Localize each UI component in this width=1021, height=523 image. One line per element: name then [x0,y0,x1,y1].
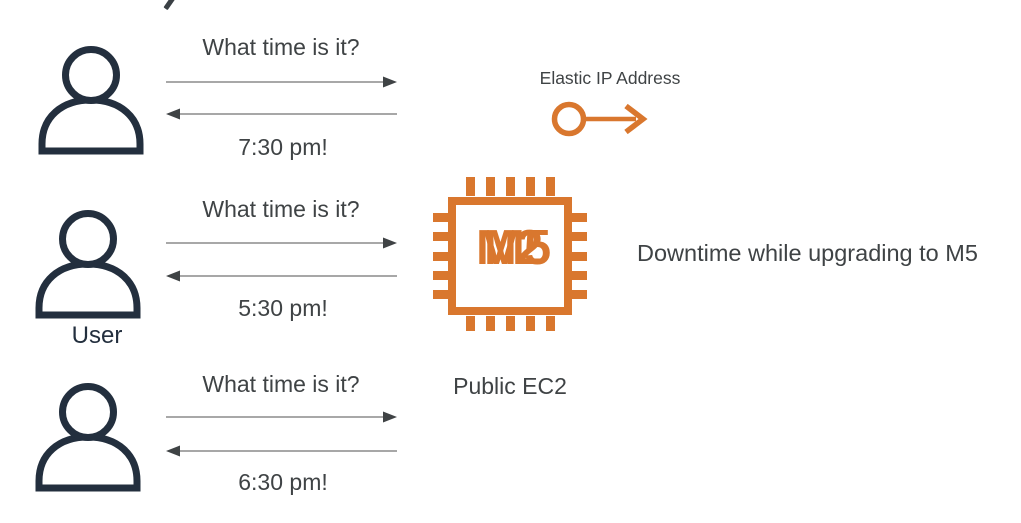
request-arrow-right-icon [166,411,397,423]
instance-type-old: M2 [476,221,543,275]
response-arrow-left-icon [166,108,397,120]
person-icon [35,210,141,319]
question-label-1: What time is it? [202,34,360,60]
answer-label-3: 6:30 pm! [238,469,328,495]
response-arrow-left-icon [166,445,397,457]
chip-outline-icon [433,177,587,331]
answer-label-2: 5:30 pm! [238,295,328,321]
question-label-3: What time is it? [202,371,360,397]
instance-type-new: M5 [484,221,551,275]
request-arrow-right-icon [166,237,397,249]
person-icon [38,46,144,155]
question-label-2: What time is it? [202,196,360,222]
answer-label-1: 7:30 pm! [238,134,328,160]
user-label: User [71,322,123,349]
public-ec2-label: Public EC2 [453,373,567,399]
ec2-chip-icon: M2 M5 [430,172,590,334]
request-arrow-right-icon [166,76,397,88]
cutoff-text-fragment [163,0,176,11]
downtime-note: Downtime while upgrading to M5 [637,240,978,266]
response-arrow-left-icon [166,270,397,282]
elastic-ip-icon [551,101,648,137]
elastic-ip-label: Elastic IP Address [539,68,681,88]
person-icon [35,383,141,492]
